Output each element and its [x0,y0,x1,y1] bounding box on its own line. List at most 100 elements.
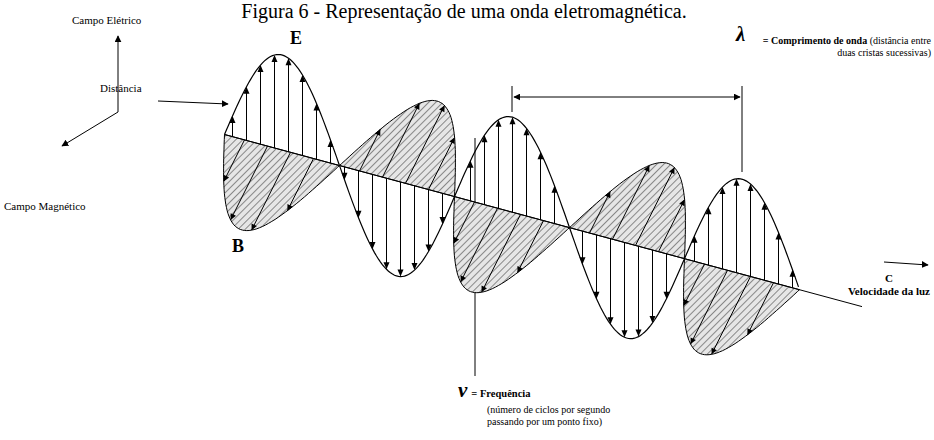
axis-label-box: Campo Elétrico [72,14,141,27]
electric-vector [414,186,415,269]
wavelength-symbol: λ [736,22,745,46]
arrow-head [720,187,726,194]
electric-vector [484,136,485,204]
electric-vector [246,88,247,141]
arrow-head [748,184,754,191]
electric-vector [386,178,387,268]
magnetic-vector [659,199,685,251]
arrow-head [482,286,487,293]
wavelength-legend: = Comprimento de onda (distância entre d… [754,35,931,58]
magnetic-vector [360,129,381,171]
arrow-head [747,328,752,335]
electric-vector [316,104,317,159]
arrow-head [605,191,610,198]
electric-vector [638,246,639,335]
magnetic-vector [747,283,773,335]
magnetic-vector [684,264,705,306]
arrow-head [684,299,689,306]
axis-label: Distância [100,82,142,95]
magnetic-vector [590,191,611,233]
axis-label-box: Distância [100,82,142,95]
electric-vector [428,190,429,251]
field-symbol-box: E [290,28,302,49]
arrow-head [412,263,418,270]
arrow-head [461,275,466,282]
frequency-symbol: ν [458,378,467,402]
arrow-head [691,337,696,344]
frequency-legend: ν = Frequência [458,378,531,402]
magnetic-vector [429,137,455,189]
electric-vector [274,56,275,148]
magnetic-vector [517,221,543,273]
magnetic-vector [406,105,445,183]
magnetic-vector [712,276,751,354]
electric-vector [722,188,723,269]
arrow-head [224,175,229,182]
field-symbol: B [232,236,244,257]
electric-vector [512,118,513,212]
speed-arrow [884,262,928,265]
arrow-head [712,348,717,355]
wavelength-bracket [512,86,742,172]
wavelength-symbol-box: λ [736,22,745,46]
magnetic-vector [287,159,313,211]
arrow-head [679,199,684,206]
field-symbol: E [290,28,302,49]
arrow-head [644,165,649,172]
electric-vector [372,174,373,248]
electric-axis [118,36,119,112]
electric-vector [596,235,597,298]
electric-vector [288,59,289,152]
electric-vector [260,66,261,144]
electric-vector [498,121,499,209]
frequency-label: = Frequência [471,388,530,399]
magnetic-vector [252,152,291,230]
electric-vector [652,250,653,322]
axis-label-box: Campo Magnético [4,200,86,213]
arrow-head [375,129,380,136]
electric-vector [400,182,401,276]
electric-vector [358,171,359,217]
axis-label: Campo Magnético [4,200,86,213]
wavelength-arrow [514,97,740,98]
electric-vector [666,254,667,298]
electric-vector [302,76,303,155]
axis-label: Campo Elétrico [72,14,141,27]
coordinate-axes [62,36,228,146]
arrow-head [414,103,419,110]
arrow-head [384,262,390,269]
speed-symbol: C [848,272,930,285]
electric-vector [526,129,527,216]
bracket-tick [512,86,513,112]
wave-curves [224,55,862,355]
magnetic-vector [454,202,475,244]
magnetic-field-wave [224,100,800,354]
frequency-note-box: (número de ciclos por segundo passando p… [487,404,632,427]
arrow-head [454,237,459,244]
electric-vector [540,153,541,220]
arrow-head [669,168,674,175]
electric-vector [624,242,625,336]
electric-vector [764,204,765,281]
magnetic-vector [636,168,675,246]
distance-arrow [158,101,228,104]
electric-field-wave [225,55,799,339]
arrow-head [517,266,522,273]
magnetic-vector [224,140,245,182]
electric-vector [750,185,751,276]
arrow-head [439,105,444,112]
propagation-axis [225,134,863,306]
bracket-tick [742,86,743,172]
arrow-head [231,213,236,220]
arrow-head [252,223,257,230]
electric-vector [778,233,779,284]
magnetic-axis [62,112,118,146]
electric-vector [610,239,611,324]
magnetic-vector [482,214,521,292]
speed-label: Velocidade da luz [848,285,930,298]
arrow-head [398,270,404,277]
field-symbol-box: B [232,236,244,257]
speed-legend: CVelocidade da luz [848,272,930,297]
electric-vector [708,208,709,265]
